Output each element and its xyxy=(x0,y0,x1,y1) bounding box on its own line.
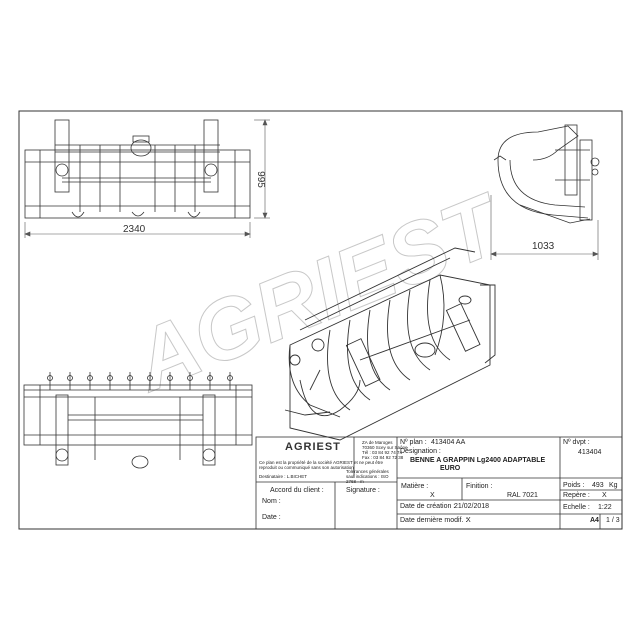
poids-unit: Kg xyxy=(609,482,618,489)
creation-date-value: 21/02/2018 xyxy=(454,503,490,510)
side-width-dimension-label: 1033 xyxy=(532,241,555,252)
tolerance-note: Tolérances générales sauf indications : … xyxy=(346,469,389,484)
date-label: Date : xyxy=(262,514,281,521)
plan-number-label: Nº plan : xyxy=(400,439,427,446)
format-value: A4 xyxy=(590,517,599,524)
recipient-label: Destinataire : L.BICHET xyxy=(259,474,308,479)
dvpt-number-label: Nº dvpt : xyxy=(563,439,590,446)
poids-label: Poids : xyxy=(563,482,585,489)
poids-value: 493 xyxy=(592,482,604,489)
name-label: Nom : xyxy=(262,498,281,505)
dvpt-number-value: 413404 xyxy=(578,449,602,456)
company-address-2: 70360 Scey sur Saône xyxy=(362,445,408,450)
signature-label: Signature : xyxy=(346,487,380,494)
sheet-number: 1 / 3 xyxy=(606,517,620,524)
creation-date-label: Date de création : xyxy=(400,503,456,510)
front-view xyxy=(24,119,251,219)
finition-value: RAL 7021 xyxy=(507,492,538,499)
finition-label: Finition : xyxy=(466,483,493,490)
company-logo: AGRIEST xyxy=(285,441,341,453)
matiere-value: X xyxy=(430,492,435,499)
top-view xyxy=(23,372,253,469)
last-modified-label: Date dernière modif. : xyxy=(400,517,468,524)
watermark-text: AGRIEST xyxy=(119,175,517,410)
accord-label: Accord du client : xyxy=(270,487,324,494)
isometric-view xyxy=(284,247,496,441)
height-dimension-label: 995 xyxy=(254,171,266,188)
plan-number-value: 413404 AA xyxy=(431,439,466,446)
last-modified-value: X xyxy=(466,517,471,524)
front-view-dimensions xyxy=(24,119,270,238)
width-dimension-label: 2340 xyxy=(123,224,146,235)
designation-label: Désignation : xyxy=(400,448,441,455)
repere-label: Repère : xyxy=(563,492,590,499)
company-address-1: ZA de Maroges xyxy=(362,440,393,445)
side-view xyxy=(493,124,600,224)
company-address-3: Tél : 03 84 92 74 74 xyxy=(362,450,403,455)
title-block xyxy=(255,436,623,530)
company-address-4: Fax : 03 84 92 72 38 xyxy=(362,455,404,460)
repere-value: X xyxy=(602,492,607,499)
echelle-value: 1:22 xyxy=(598,504,612,511)
echelle-label: Echelle : xyxy=(563,504,590,511)
side-view-dimensions xyxy=(490,195,599,260)
designation-value: BENNE A GRAPPIN Lg2400 ADAPTABLE xyxy=(410,457,546,464)
property-notice: Ce plan est la propriété de la société A… xyxy=(259,460,383,470)
matiere-label: Matière : xyxy=(401,483,429,490)
designation-value-2: EURO xyxy=(440,465,461,472)
